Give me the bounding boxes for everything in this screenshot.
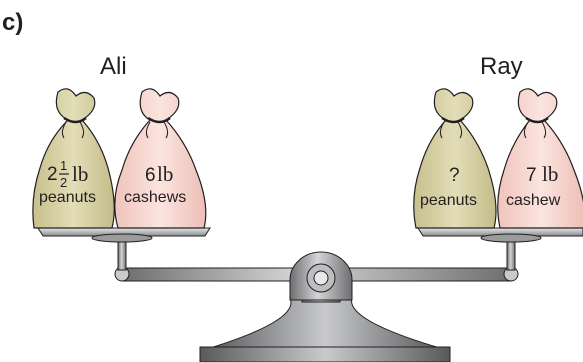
right-peanut-label: peanuts [420,192,477,209]
right-pan [418,228,583,270]
left-peanut-amount-numerator: 1 [60,158,67,173]
left-cashew-unit: lb [157,162,173,186]
right-cashew-bag: 7 lb cashew [498,89,583,228]
left-cashew-label: cashews [124,189,186,206]
left-cashew-amount: 6 [145,165,156,186]
left-pan [38,228,210,270]
left-peanut-label: peanuts [39,189,96,206]
right-cashew-amount: 7 [526,165,537,186]
right-peanut-amount: ? [449,165,460,186]
right-cashew-label: cashew [506,192,561,209]
left-person-name: Ali [100,53,127,80]
right-cashew-unit: lb [542,162,558,186]
left-peanut-bag: 2 1 2 lb peanuts [33,89,114,228]
right-person-name: Ray [480,53,523,80]
left-cashew-bag: 6 lb cashews [115,89,206,228]
part-label: c) [2,9,23,36]
left-peanut-amount-whole: 2 [47,164,58,185]
scale-pivot [290,252,352,300]
left-peanut-unit: lb [72,162,88,186]
right-peanut-bag: ? peanuts [414,89,496,228]
left-peanut-amount-denominator: 2 [60,175,67,190]
